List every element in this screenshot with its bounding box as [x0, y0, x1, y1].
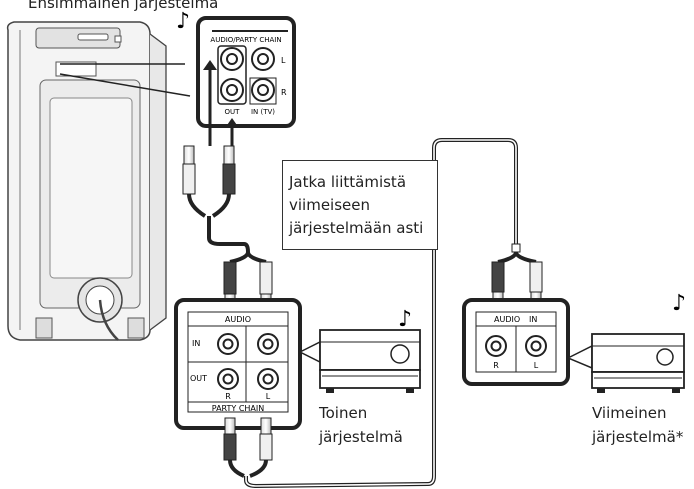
top-panel-l: L: [281, 56, 286, 65]
note-line-3: järjestelmään asti: [289, 219, 424, 237]
middle-jack-panel: AUDIO IN OUT R L PARTY CHAIN: [174, 298, 302, 430]
music-note-icon: ♪: [176, 9, 190, 34]
arrow-icon: [203, 60, 239, 146]
last-system-label-line1: Viimeinen: [592, 404, 667, 422]
right-panel-l: L: [534, 361, 539, 370]
amplifier-icon: [566, 333, 685, 393]
middle-panel-out: OUT: [190, 374, 207, 383]
middle-panel-l: L: [266, 392, 271, 401]
note-line-2: viimeiseen: [289, 196, 370, 214]
first-system-label: Ensimmäinen järjestelmä: [28, 0, 219, 12]
middle-panel-audio: AUDIO: [225, 315, 251, 324]
top-panel-title: AUDIO/PARTY CHAIN: [210, 36, 281, 44]
last-system-label-line2: järjestelmä*: [592, 428, 684, 446]
right-panel-r: R: [493, 361, 499, 370]
note-line-1: Jatka liittämistä: [289, 173, 407, 191]
music-note-icon: ♪: [672, 291, 686, 316]
top-jack-panel: AUDIO/PARTY CHAIN L R OUT IN (TV): [196, 16, 296, 128]
middle-panel-in: IN: [192, 339, 200, 348]
note-box: Jatka liittämistä viimeiseen järjestelmä…: [282, 160, 438, 250]
top-panel-in-tv: IN (TV): [251, 108, 275, 116]
middle-panel-r: R: [225, 392, 231, 401]
top-panel-r: R: [281, 88, 287, 97]
right-panel-audio: AUDIO: [494, 315, 520, 324]
middle-panel-party-chain: PARTY CHAIN: [212, 404, 265, 413]
speaker-icon: [6, 21, 167, 341]
music-note-icon: ♪: [398, 307, 412, 332]
amplifier-icon: [298, 329, 421, 393]
top-panel-out: OUT: [225, 108, 241, 116]
right-jack-panel: AUDIO IN R L: [462, 298, 570, 386]
second-system-label-line1: Toinen: [319, 404, 368, 422]
right-panel-in: IN: [529, 315, 537, 324]
rca-cable-1: [182, 145, 273, 313]
second-system-label-line2: järjestelmä: [319, 428, 403, 446]
